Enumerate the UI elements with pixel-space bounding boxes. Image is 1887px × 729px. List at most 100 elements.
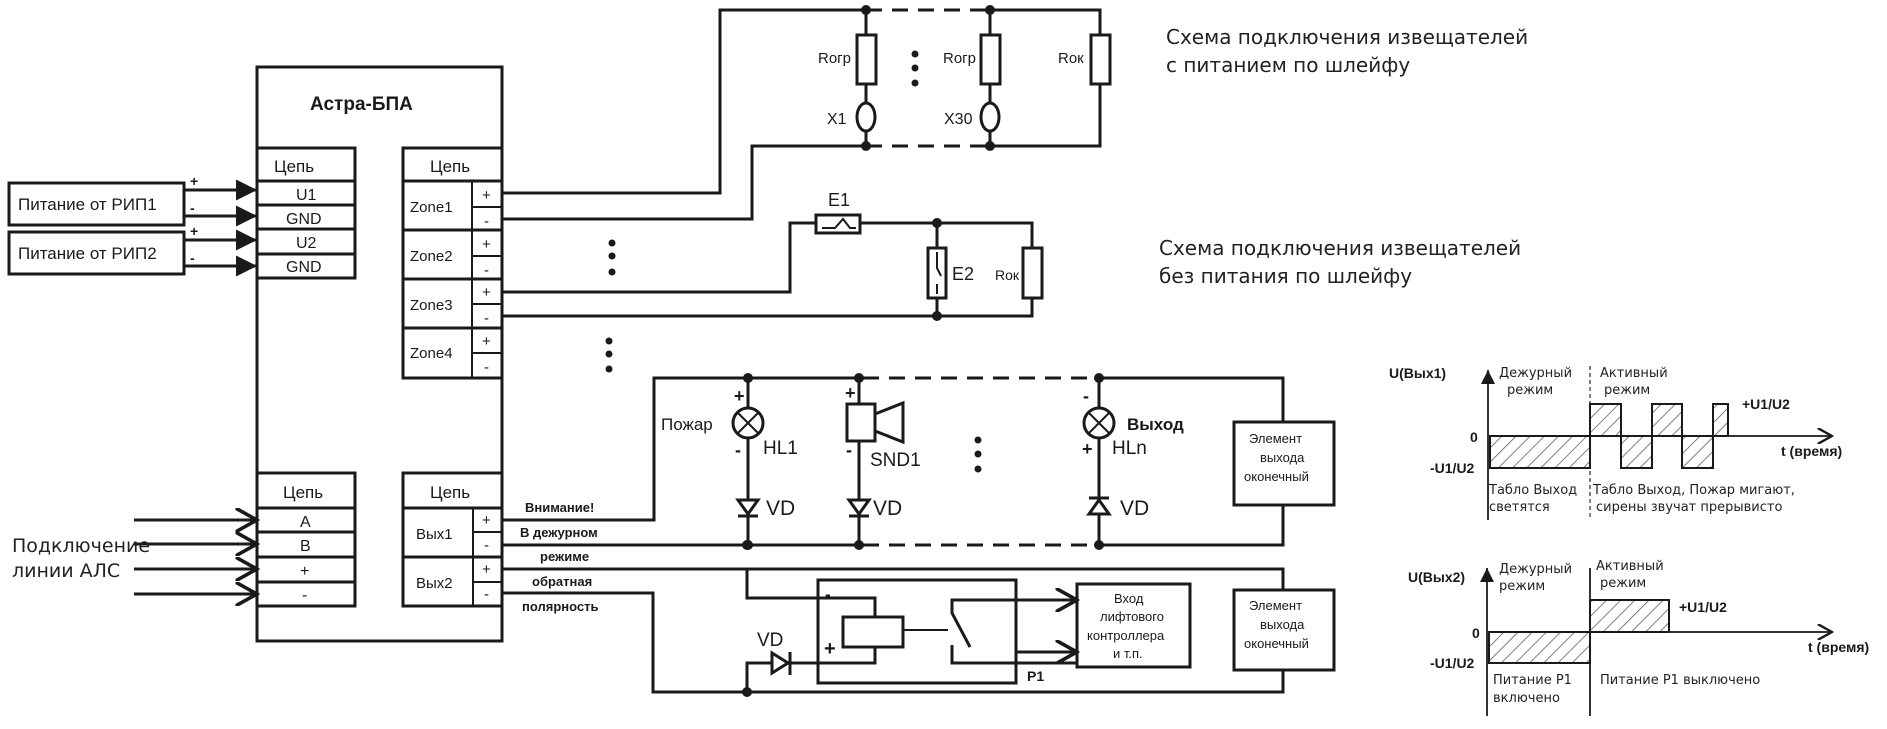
r-limit-30: [979, 33, 1002, 86]
lift-controller-line2: лифтового: [1100, 609, 1164, 624]
output-polarity-note: Внимание! В дежурном режиме обратная пол…: [520, 500, 598, 614]
vd-snd1-label: VD: [873, 497, 902, 520]
out1-pos: +U1/U2: [1742, 396, 1790, 412]
fire-label: Пожар: [661, 415, 713, 434]
r-limit-30-label: Rогр: [943, 50, 976, 67]
out1-minus: -: [484, 537, 489, 554]
diode-vd-relay: [770, 650, 791, 676]
non-powered-caption-line2: без питания по шлейфу: [1159, 264, 1412, 288]
zone3-label: Zone3: [410, 297, 453, 314]
out1-active-note-2: сирены звучат прерывисто: [1596, 500, 1782, 515]
out1-active-mode-1: Активный: [1600, 366, 1668, 381]
rip2-box: [7, 230, 186, 276]
diode-vd-snd1: [846, 498, 872, 517]
zone-table-header: Цепь: [430, 157, 470, 176]
terminal-b: B: [300, 538, 311, 555]
hln-plus: +: [1082, 439, 1093, 459]
output2-circuit: Элемент выхода оконечный VD - + P1 Вход …: [502, 540, 1336, 697]
end-element-out1: [1232, 420, 1336, 507]
vd-hln-label: VD: [1120, 497, 1149, 520]
diode-vd-hln: [1086, 497, 1112, 516]
end-element-out2: [1232, 588, 1336, 672]
out2-active-note-1: Питание Р1 выключено: [1600, 673, 1760, 688]
end-element-out2-line3: оконечный: [1244, 636, 1309, 651]
out1-standby-mode-2: режим: [1507, 383, 1553, 398]
out1-standby-mode-1: Дежурный: [1499, 366, 1572, 381]
rip1-box: [7, 181, 186, 227]
lift-controller-input: [1075, 582, 1192, 669]
r-limit-1: [855, 33, 878, 86]
vd-relay-label: VD: [757, 630, 783, 651]
end-element-out1-line1: Элемент: [1249, 431, 1302, 446]
zone4-minus: -: [484, 359, 489, 376]
zone-ellipsis: [605, 239, 616, 373]
zone2-plus: +: [482, 236, 491, 253]
siren-snd1: [845, 402, 877, 443]
out1-y-label: U(Вых1): [1389, 365, 1446, 381]
zone4-label: Zone4: [410, 345, 453, 362]
power-terminal-table: Цепь U1 GND U2 GND: [255, 146, 357, 280]
out2-neg: -U1/U2: [1430, 655, 1475, 671]
out2-zero: 0: [1472, 625, 1480, 641]
zone4-plus: +: [482, 333, 491, 350]
vd-hl1-label: VD: [766, 497, 795, 520]
relay-coil: [841, 615, 905, 649]
zone-terminal-table: Цепь Zone1 Zone2 Zone3 Zone4 + - + - + -…: [401, 146, 504, 380]
out1-plus: +: [482, 512, 491, 529]
als-connection: Подключение линии АЛС: [12, 520, 257, 594]
loop-powered-caption-line2: с питанием по шлейфу: [1166, 53, 1410, 77]
hln-label: HLn: [1112, 438, 1147, 459]
zone2-minus: -: [484, 262, 489, 279]
out1-zero: 0: [1470, 429, 1478, 445]
out1-neg: -U1/U2: [1430, 460, 1475, 476]
r-end-nonpowered: [1021, 246, 1044, 300]
out2-standby-mode-2: режим: [1499, 579, 1545, 594]
relay-minus: -: [825, 585, 831, 604]
r-end-loop: [1089, 33, 1112, 86]
snd1-minus: -: [846, 440, 852, 460]
als-table-header: Цепь: [283, 483, 323, 502]
terminal-gnd1: GND: [286, 211, 322, 228]
out2-pos: +U1/U2: [1679, 599, 1727, 615]
out2-active-level: [1589, 599, 1670, 633]
r-end-nonpowered-label: Rок: [995, 267, 1020, 283]
out2-standby-note-2: включено: [1493, 691, 1560, 706]
out1-x-label: t (время): [1781, 443, 1842, 459]
out1-standby-note-1: Табло Выход: [1488, 483, 1577, 498]
timing-diagram-out2: U(Вых2) 0 -U1/U2 +U1/U2 t (время) Дежурн…: [1408, 559, 1869, 716]
als-terminal-table: Цепь A B + -: [255, 471, 357, 608]
als-label-line2: линии АЛС: [12, 560, 120, 582]
note-line4: обратная: [532, 574, 592, 589]
rip2-label: Питание от РИП2: [18, 244, 157, 263]
hl1-minus: -: [735, 440, 741, 460]
rip2-plus: +: [190, 223, 198, 239]
out2-active-mode-1: Активный: [1596, 559, 1664, 574]
out1-standby-level: [1489, 435, 1591, 469]
zone2-label: Zone2: [410, 248, 453, 265]
terminal-u2: U2: [296, 235, 317, 252]
out1-active-mode-2: режим: [1604, 383, 1650, 398]
zone3-plus: +: [482, 284, 491, 301]
zone3-minus: -: [484, 310, 489, 327]
out2-minus: -: [484, 586, 489, 603]
terminal-gnd2: GND: [286, 259, 322, 276]
out1-active-note-1: Табло Выход, Пожар мигают,: [1592, 483, 1795, 498]
out2-active-mode-2: режим: [1600, 576, 1646, 591]
e1-label: E1: [828, 190, 850, 210]
zone1-plus: +: [482, 187, 491, 204]
out2-plus: +: [482, 561, 491, 578]
out2-standby-note-1: Питание Р1: [1493, 673, 1572, 688]
diode-vd-hl1: [735, 498, 761, 517]
output-table-header: Цепь: [430, 483, 470, 502]
relay-p1-box: [816, 578, 1018, 685]
out2-label: Вых2: [416, 575, 453, 592]
hl1-plus: +: [734, 386, 745, 406]
rip1-minus: -: [190, 200, 195, 216]
r-limit-1-label: Rогр: [818, 50, 851, 67]
out1-standby-note-2: светятся: [1489, 500, 1550, 515]
lift-controller-line3: контроллера: [1087, 628, 1165, 643]
hl1-label: HL1: [763, 438, 798, 459]
terminal-u1: U1: [296, 187, 317, 204]
snd1-plus: +: [845, 383, 856, 403]
